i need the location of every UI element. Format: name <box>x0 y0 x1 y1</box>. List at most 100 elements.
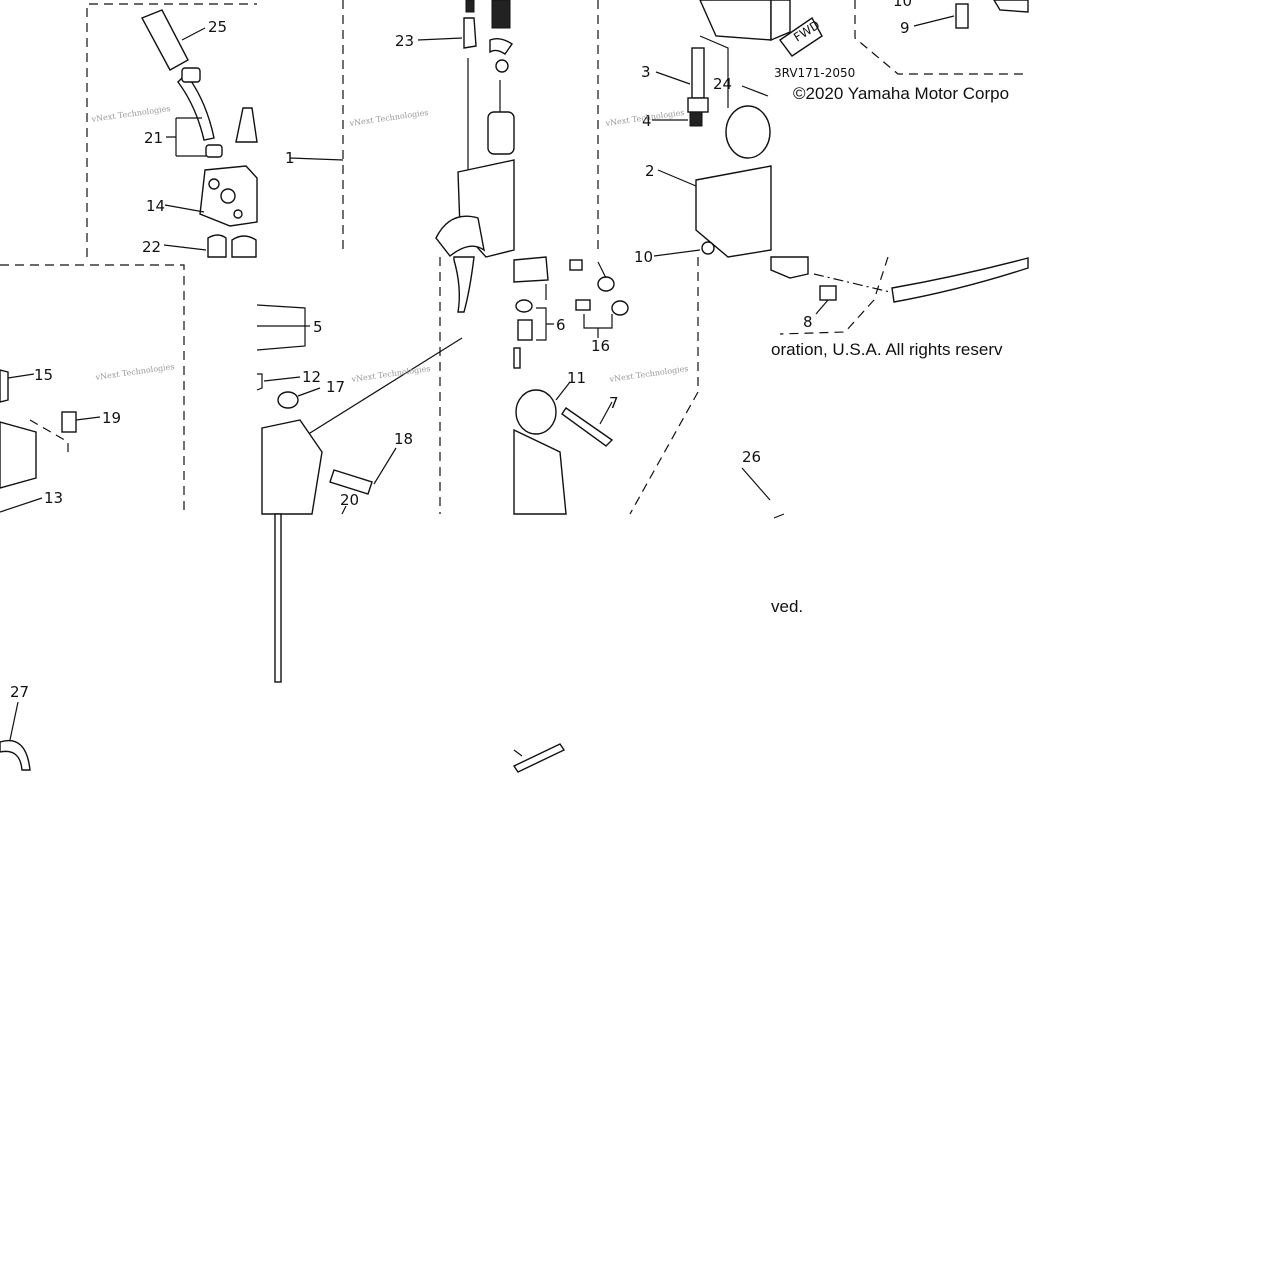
bracket <box>699 35 729 108</box>
leader-25 <box>181 27 206 41</box>
callout-6: 6 <box>556 316 566 334</box>
tile-bottom-far-right <box>773 513 785 519</box>
callout-26: 26 <box>742 448 761 466</box>
tile-bottom-right <box>512 743 566 773</box>
tile-top-left <box>86 3 258 258</box>
jet-3-nut <box>687 97 709 113</box>
callout-8: 8 <box>803 313 813 331</box>
edge <box>773 513 785 519</box>
screw-a <box>569 259 583 271</box>
dash-link <box>29 419 69 454</box>
leader-27 <box>9 701 19 741</box>
tile-center <box>256 256 475 515</box>
bracket-5 <box>256 304 310 351</box>
leader-11 <box>555 381 571 401</box>
inlet-horn <box>435 215 486 257</box>
leader-22 <box>163 244 207 251</box>
float-2 <box>725 105 771 159</box>
callout-3: 3 <box>641 63 651 81</box>
spring-22b <box>231 235 257 258</box>
copyright-line-3: ved. <box>771 597 803 616</box>
leader-2 <box>657 169 697 187</box>
callout-17: 17 <box>326 378 345 396</box>
hole <box>220 188 236 204</box>
pin-lower <box>512 743 566 773</box>
tile-top-middle <box>289 0 515 258</box>
screw-head-a <box>597 276 615 292</box>
housing-13 <box>0 421 37 489</box>
screw-16 <box>575 299 591 311</box>
leader-26 <box>741 467 771 501</box>
callout-10-top: 10 <box>893 0 912 10</box>
dashed-frame-left <box>86 3 257 257</box>
spring-22a <box>207 234 227 258</box>
callout-13: 13 <box>44 489 63 507</box>
bracket-6 <box>536 307 554 341</box>
leader-3 <box>655 71 691 85</box>
washer-6 <box>515 299 533 313</box>
screw-18 <box>329 469 373 495</box>
needle-clip-23 <box>463 17 477 49</box>
carb-body-lower <box>261 419 323 515</box>
overflow-pipe <box>274 513 282 683</box>
leader-15 <box>7 373 35 379</box>
nut-17 <box>277 391 299 409</box>
callout-12: 12 <box>302 368 321 386</box>
leader-a <box>597 261 607 279</box>
fwd-arrow <box>779 16 823 57</box>
carb-bottom-edge <box>770 256 809 279</box>
callout-20: 20 <box>340 491 359 509</box>
callout-22: 22 <box>142 238 161 256</box>
leader-9 <box>913 15 955 27</box>
tile-bottom-left <box>0 701 31 771</box>
gasket-2 <box>695 165 772 258</box>
screw-16-head <box>611 300 629 316</box>
leader-23 <box>417 37 463 41</box>
watermark: vNext Technologies <box>350 364 431 384</box>
callout-14: 14 <box>146 197 165 215</box>
callout-1: 1 <box>285 149 295 167</box>
cone-part <box>235 107 258 143</box>
leader-24 <box>741 85 769 97</box>
leader-7 <box>599 401 613 425</box>
drawing-code: 3RV171-2050 <box>774 66 855 80</box>
bracket-16 <box>583 314 613 338</box>
callout-5: 5 <box>313 318 323 336</box>
edge <box>513 749 523 757</box>
callout-2: 2 <box>645 162 655 180</box>
part-12-edge <box>256 373 263 391</box>
callout-11: 11 <box>567 369 586 387</box>
clip <box>489 37 513 55</box>
leader-14 <box>164 204 205 213</box>
tile-top-far-right <box>770 0 1029 75</box>
dashed-frame <box>779 256 889 335</box>
inlet-horn-lower <box>453 256 475 313</box>
copyright-line-2: oration, U.S.A. All rights reserv <box>771 340 1003 359</box>
callout-19: 19 <box>102 409 121 427</box>
float-bowl-top <box>699 0 772 41</box>
dashed-line <box>629 257 699 515</box>
callout-10: 10 <box>634 248 653 266</box>
hole <box>233 209 243 219</box>
jet-4 <box>689 111 703 127</box>
washer-10 <box>701 241 715 255</box>
screw-9 <box>955 3 969 29</box>
drain-hose <box>891 257 1029 303</box>
callout-7: 7 <box>609 394 619 412</box>
callout-27: 27 <box>10 683 29 701</box>
leader-12 <box>263 376 301 382</box>
leader-20 <box>341 505 347 515</box>
dashed-frame <box>854 0 1028 75</box>
body-edge <box>513 256 549 283</box>
washer-21 <box>205 144 223 158</box>
leader-17 <box>297 387 321 397</box>
leader-13 <box>0 497 43 513</box>
watermark: vNext Technologies <box>348 108 429 128</box>
bent-pipe-21 <box>177 72 215 141</box>
tile-bottom-middle <box>274 513 282 683</box>
hose-clamp-27 <box>0 739 31 771</box>
part-15 <box>0 369 9 403</box>
callout-24: 24 <box>713 75 732 93</box>
float-chamber <box>513 428 567 515</box>
carb-edge <box>770 0 791 42</box>
